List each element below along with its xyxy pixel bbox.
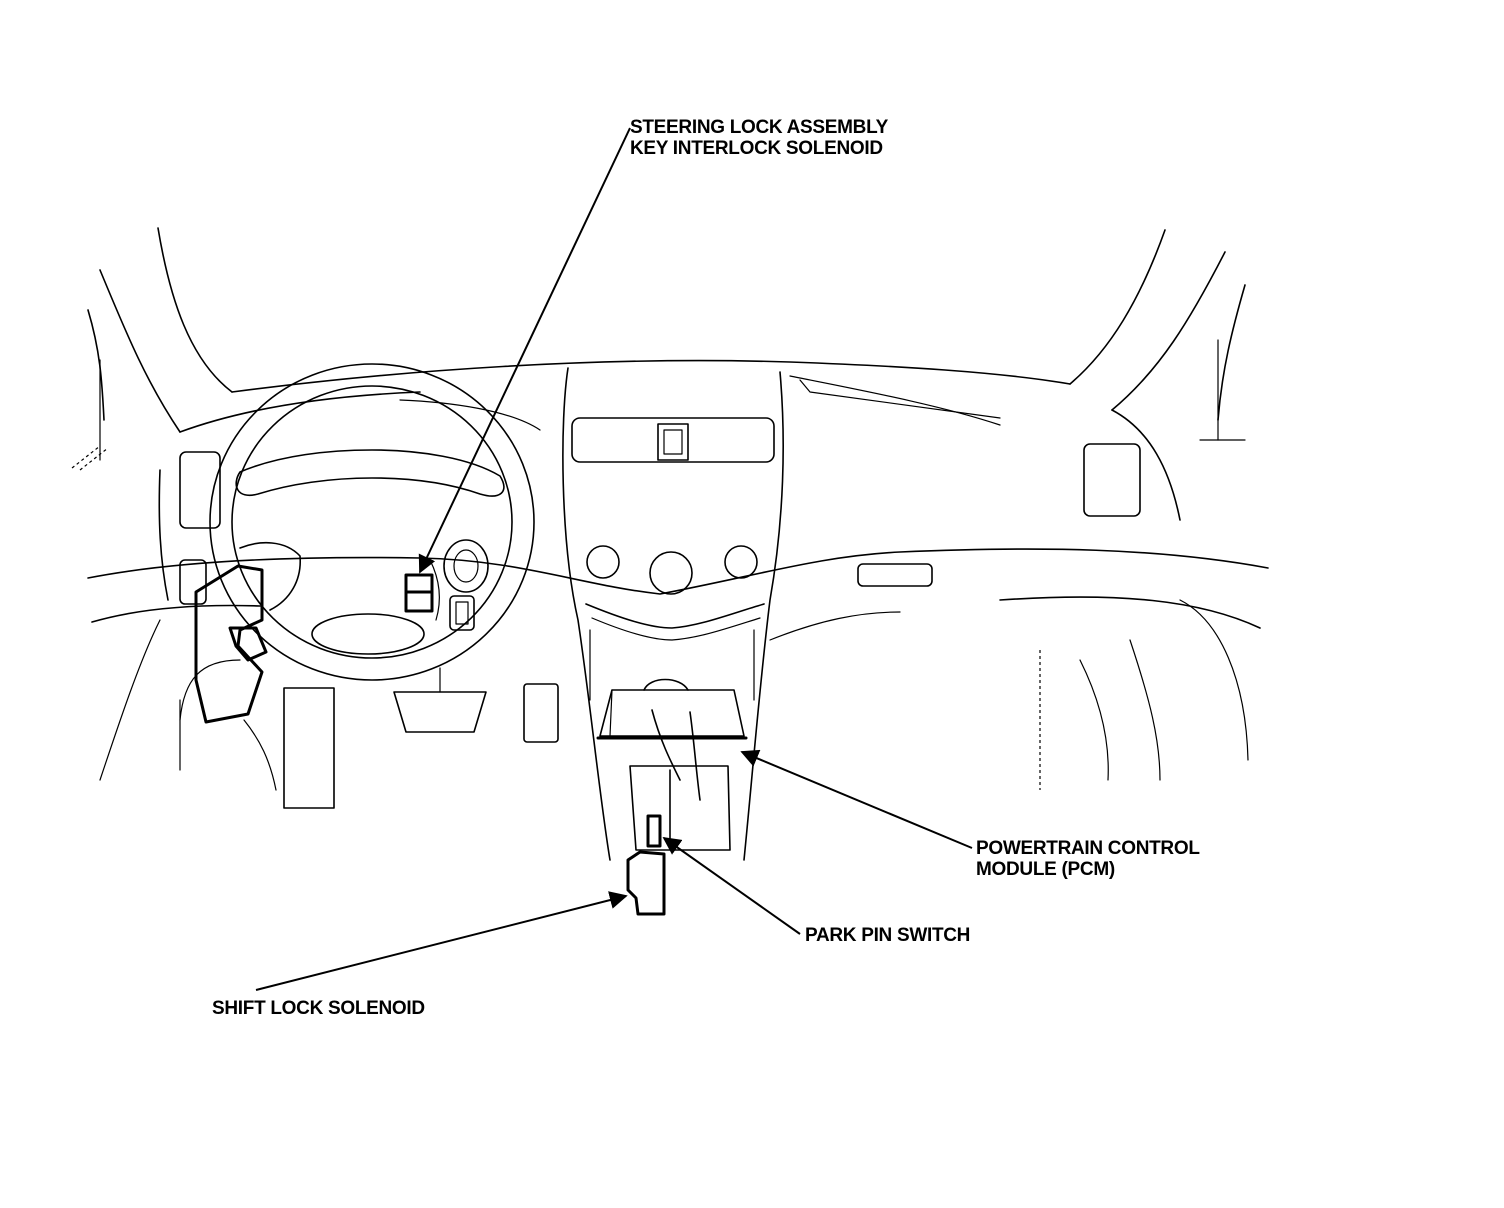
- center-console: [562, 367, 784, 861]
- pcm-arrow: [740, 749, 973, 849]
- shifter: [629, 765, 731, 851]
- steering-lock-arrow: [418, 127, 631, 574]
- pcm-label-line-1: POWERTRAIN CONTROL: [976, 838, 1200, 859]
- steering-lock-label-line-2: KEY INTERLOCK SOLENOID: [630, 138, 883, 159]
- steering-lock-label-line-1: STEERING LOCK ASSEMBLY: [630, 117, 889, 138]
- park-pin-arrow: [662, 836, 801, 935]
- right-trim: [769, 599, 1249, 790]
- dashboard: [87, 359, 1269, 629]
- pcm-label-line-2: MODULE (PCM): [976, 859, 1115, 880]
- pcm-module: [596, 678, 748, 801]
- park-pin-switch-label: PARK PIN SWITCH: [805, 925, 971, 946]
- shift-lock-arrow: [255, 891, 628, 991]
- left-trim: [99, 564, 277, 791]
- left-pillar: [71, 227, 233, 471]
- shift-lock-solenoid-label: SHIFT LOCK SOLENOID: [212, 998, 425, 1019]
- ignition-area: [443, 539, 489, 631]
- steering-lock-box: [404, 573, 434, 613]
- leader-lines: [255, 127, 973, 991]
- right-pillar: [1069, 229, 1246, 441]
- shift-lock-solenoid-part: [626, 850, 666, 916]
- pedals: [283, 667, 559, 809]
- steering-lock-label: STEERING LOCK ASSEMBLY KEY INTERLOCK SOL…: [630, 117, 888, 159]
- pcm-label: POWERTRAIN CONTROL MODULE (PCM): [976, 838, 1200, 880]
